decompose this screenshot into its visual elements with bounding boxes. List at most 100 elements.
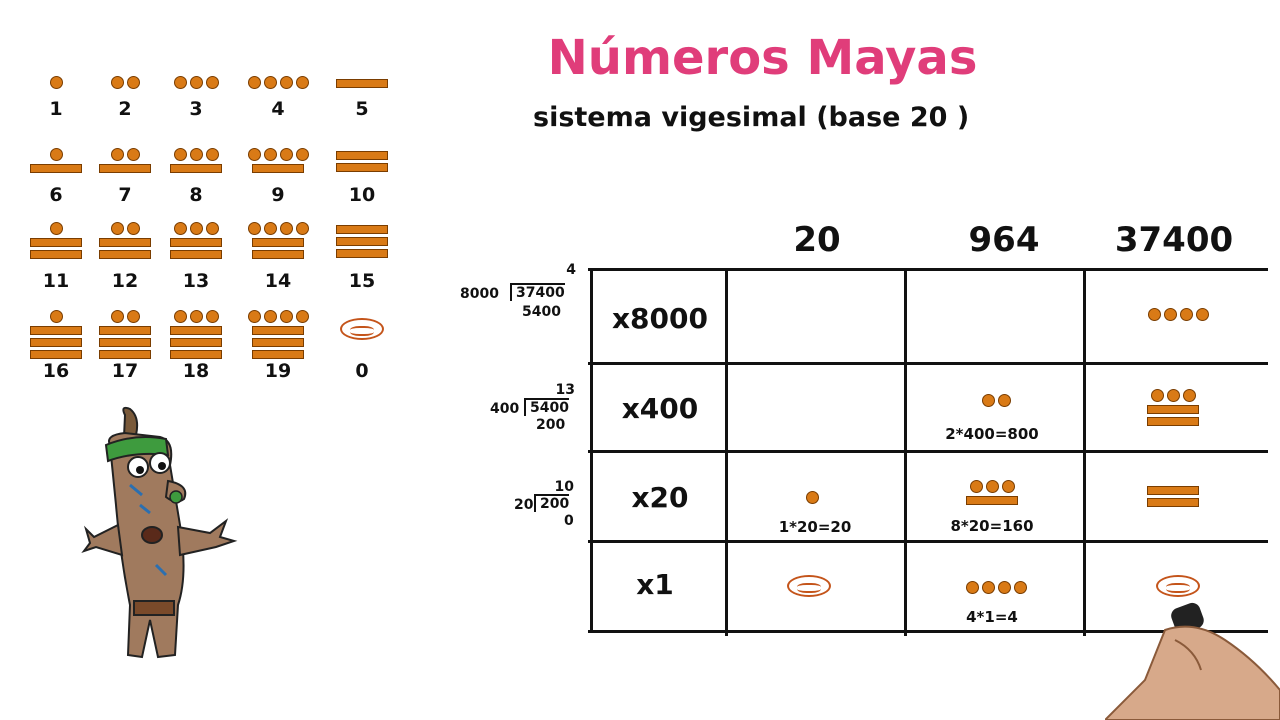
remainder: 0: [564, 513, 574, 529]
table-line: [904, 268, 907, 636]
numeral-dots: [173, 222, 219, 235]
legend-numeral-6: [26, 148, 86, 173]
numeral-bar: [170, 350, 222, 359]
numeral-bar: [99, 238, 151, 247]
numeral-dots: [49, 148, 63, 161]
glyph-eight: [966, 480, 1018, 505]
numeral-bar: [30, 250, 82, 259]
table-line: [1083, 268, 1086, 636]
numeral-dot: [263, 222, 277, 235]
numeral-dot: [279, 222, 293, 235]
cell-note: 4*1=4: [966, 608, 1018, 626]
zero-shell-icon: [340, 318, 384, 340]
legend-numeral-0: [332, 310, 392, 340]
legend-numeral-label: 3: [189, 98, 203, 120]
numeral-dot: [126, 222, 140, 235]
legend-numeral-14: [247, 222, 309, 259]
numeral-bar: [30, 338, 82, 347]
numeral-dot: [263, 76, 277, 89]
numeral-bar: [336, 79, 388, 88]
numeral-dots: [247, 148, 309, 161]
glyph-ten: [1147, 483, 1199, 507]
legend-numeral-15: [332, 222, 392, 258]
numeral-dots: [173, 148, 219, 161]
numeral-dot: [279, 148, 293, 161]
legend-numeral-label: 1: [49, 98, 63, 120]
column-header-20: 20: [793, 220, 841, 260]
numeral-dots: [49, 76, 63, 89]
numeral-dot: [295, 76, 309, 89]
numeral-bar: [99, 338, 151, 347]
legend-numeral-13: [166, 222, 226, 259]
numeral-dot: [49, 76, 63, 89]
legend-numeral-9: [247, 148, 309, 173]
numeral-dot: [173, 310, 187, 323]
legend-numeral-label: 7: [118, 184, 132, 206]
numeral-bar: [99, 164, 151, 173]
numeral-dot: [205, 76, 219, 89]
numeral-dot: [279, 310, 293, 323]
legend-numeral-label: 14: [264, 270, 292, 292]
numeral-bar: [99, 350, 151, 359]
row-label-400: x400: [621, 392, 699, 425]
legend-numeral-4: [247, 76, 309, 89]
dividend: 37400: [510, 283, 565, 301]
legend-numeral-5: [332, 76, 392, 88]
numeral-bar: [252, 326, 304, 335]
mayan-character-illustration: [81, 406, 238, 659]
page-subtitle: sistema vigesimal (base 20 ): [533, 102, 970, 133]
legend-numeral-2: [95, 76, 155, 89]
numeral-bar: [30, 326, 82, 335]
numeral-bar: [99, 250, 151, 259]
glyph-thirteen: [1147, 389, 1199, 426]
glyph-zero-shell: [1156, 575, 1200, 597]
numeral-dot: [126, 148, 140, 161]
glyph-two: [982, 394, 1011, 407]
quotient: 4: [566, 262, 576, 278]
legend-numeral-label: 6: [49, 184, 63, 206]
table-line: [588, 540, 1268, 543]
legend-numeral-10: [332, 148, 392, 172]
quotient: 10: [554, 479, 574, 495]
numeral-dots: [247, 222, 309, 235]
numeral-dot: [205, 310, 219, 323]
numeral-dots: [247, 310, 309, 323]
legend-numeral-17: [95, 310, 155, 359]
legend-numeral-label: 2: [118, 98, 132, 120]
numeral-dot: [263, 310, 277, 323]
numeral-bar: [336, 249, 388, 258]
table-line: [725, 268, 728, 636]
numeral-dots: [173, 76, 219, 89]
glyph-four: [966, 581, 1027, 594]
table-line: [588, 268, 1268, 271]
division-20: 10 20 200 0: [514, 479, 584, 539]
numeral-bar: [252, 250, 304, 259]
table-line: [588, 362, 1268, 365]
legend-numeral-8: [166, 148, 226, 173]
legend-numeral-label: 11: [42, 270, 70, 292]
numeral-dot: [189, 222, 203, 235]
legend-numeral-label: 15: [348, 270, 376, 292]
numeral-dot: [263, 148, 277, 161]
dividend: 200: [534, 494, 570, 512]
numeral-dot: [295, 310, 309, 323]
legend-numeral-label: 16: [42, 360, 70, 382]
numeral-bar: [99, 326, 151, 335]
numeral-dot: [247, 222, 261, 235]
numeral-dot: [110, 148, 124, 161]
numeral-dot: [205, 148, 219, 161]
numeral-bar: [336, 225, 388, 234]
divisor: 20: [514, 497, 534, 513]
numeral-dots: [49, 222, 63, 235]
table-line: [590, 268, 593, 633]
dividend: 5400: [524, 398, 569, 416]
numeral-dot: [205, 222, 219, 235]
numeral-dot: [49, 310, 63, 323]
legend-numeral-3: [166, 76, 226, 89]
quotient: 13: [555, 382, 575, 398]
numeral-dot: [247, 76, 261, 89]
numeral-bar: [336, 237, 388, 246]
legend-numeral-7: [95, 148, 155, 173]
numeral-dot: [49, 222, 63, 235]
numeral-dot: [295, 222, 309, 235]
